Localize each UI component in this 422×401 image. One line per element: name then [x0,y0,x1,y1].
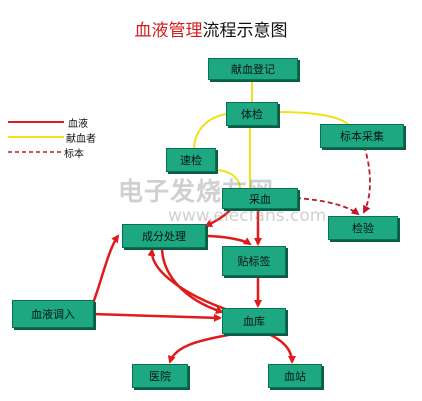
title-rest: 流程示意图 [202,21,288,41]
blood-edge-transfer-bank [91,312,222,322]
blood-edge-bank-processing [147,248,229,312]
donor-edge-exam-sample [275,111,349,125]
node-blood-transfer[interactable]: 血液调入 [12,300,94,328]
node-physical-exam[interactable]: 体检 [226,102,278,126]
node-sample-collection[interactable]: 标本采集 [320,124,404,148]
donor-edge-exam-quickcheck [193,113,227,149]
blood-edge-processing-labeling [203,234,252,246]
node-blood-station[interactable]: 血站 [268,364,322,388]
legend-label-sample: 标本 [64,149,84,160]
watermark-url: www.elecfans.com [168,206,327,226]
node-hospital[interactable]: 医院 [132,364,188,388]
title-highlight: 血液管理 [134,21,203,41]
sample-edge-sample-testing [363,145,371,214]
sample-edge-collect-testing [295,197,360,216]
blood-edge-transfer-processing [90,234,120,307]
node-component-processing[interactable]: 成分处理 [122,224,206,248]
node-blood-collection[interactable]: 采血 [222,188,298,209]
blood-edge-bank-station [263,330,296,364]
node-blood-bank[interactable]: 血库 [222,308,286,334]
node-testing[interactable]: 检验 [328,216,398,240]
legend-label-blood: 血液 [68,119,88,130]
node-labeling[interactable]: 贴标签 [222,246,286,276]
diagram-title: 血液管理流程示意图 [0,16,422,41]
node-donation-registration[interactable]: 献血登记 [208,58,298,80]
donor-edge-quickcheck-collect [213,169,241,189]
blood-edge-bank-hospital [167,330,245,364]
legend-label-donor: 献血者 [66,134,96,145]
node-quick-check[interactable]: 速检 [166,148,216,172]
